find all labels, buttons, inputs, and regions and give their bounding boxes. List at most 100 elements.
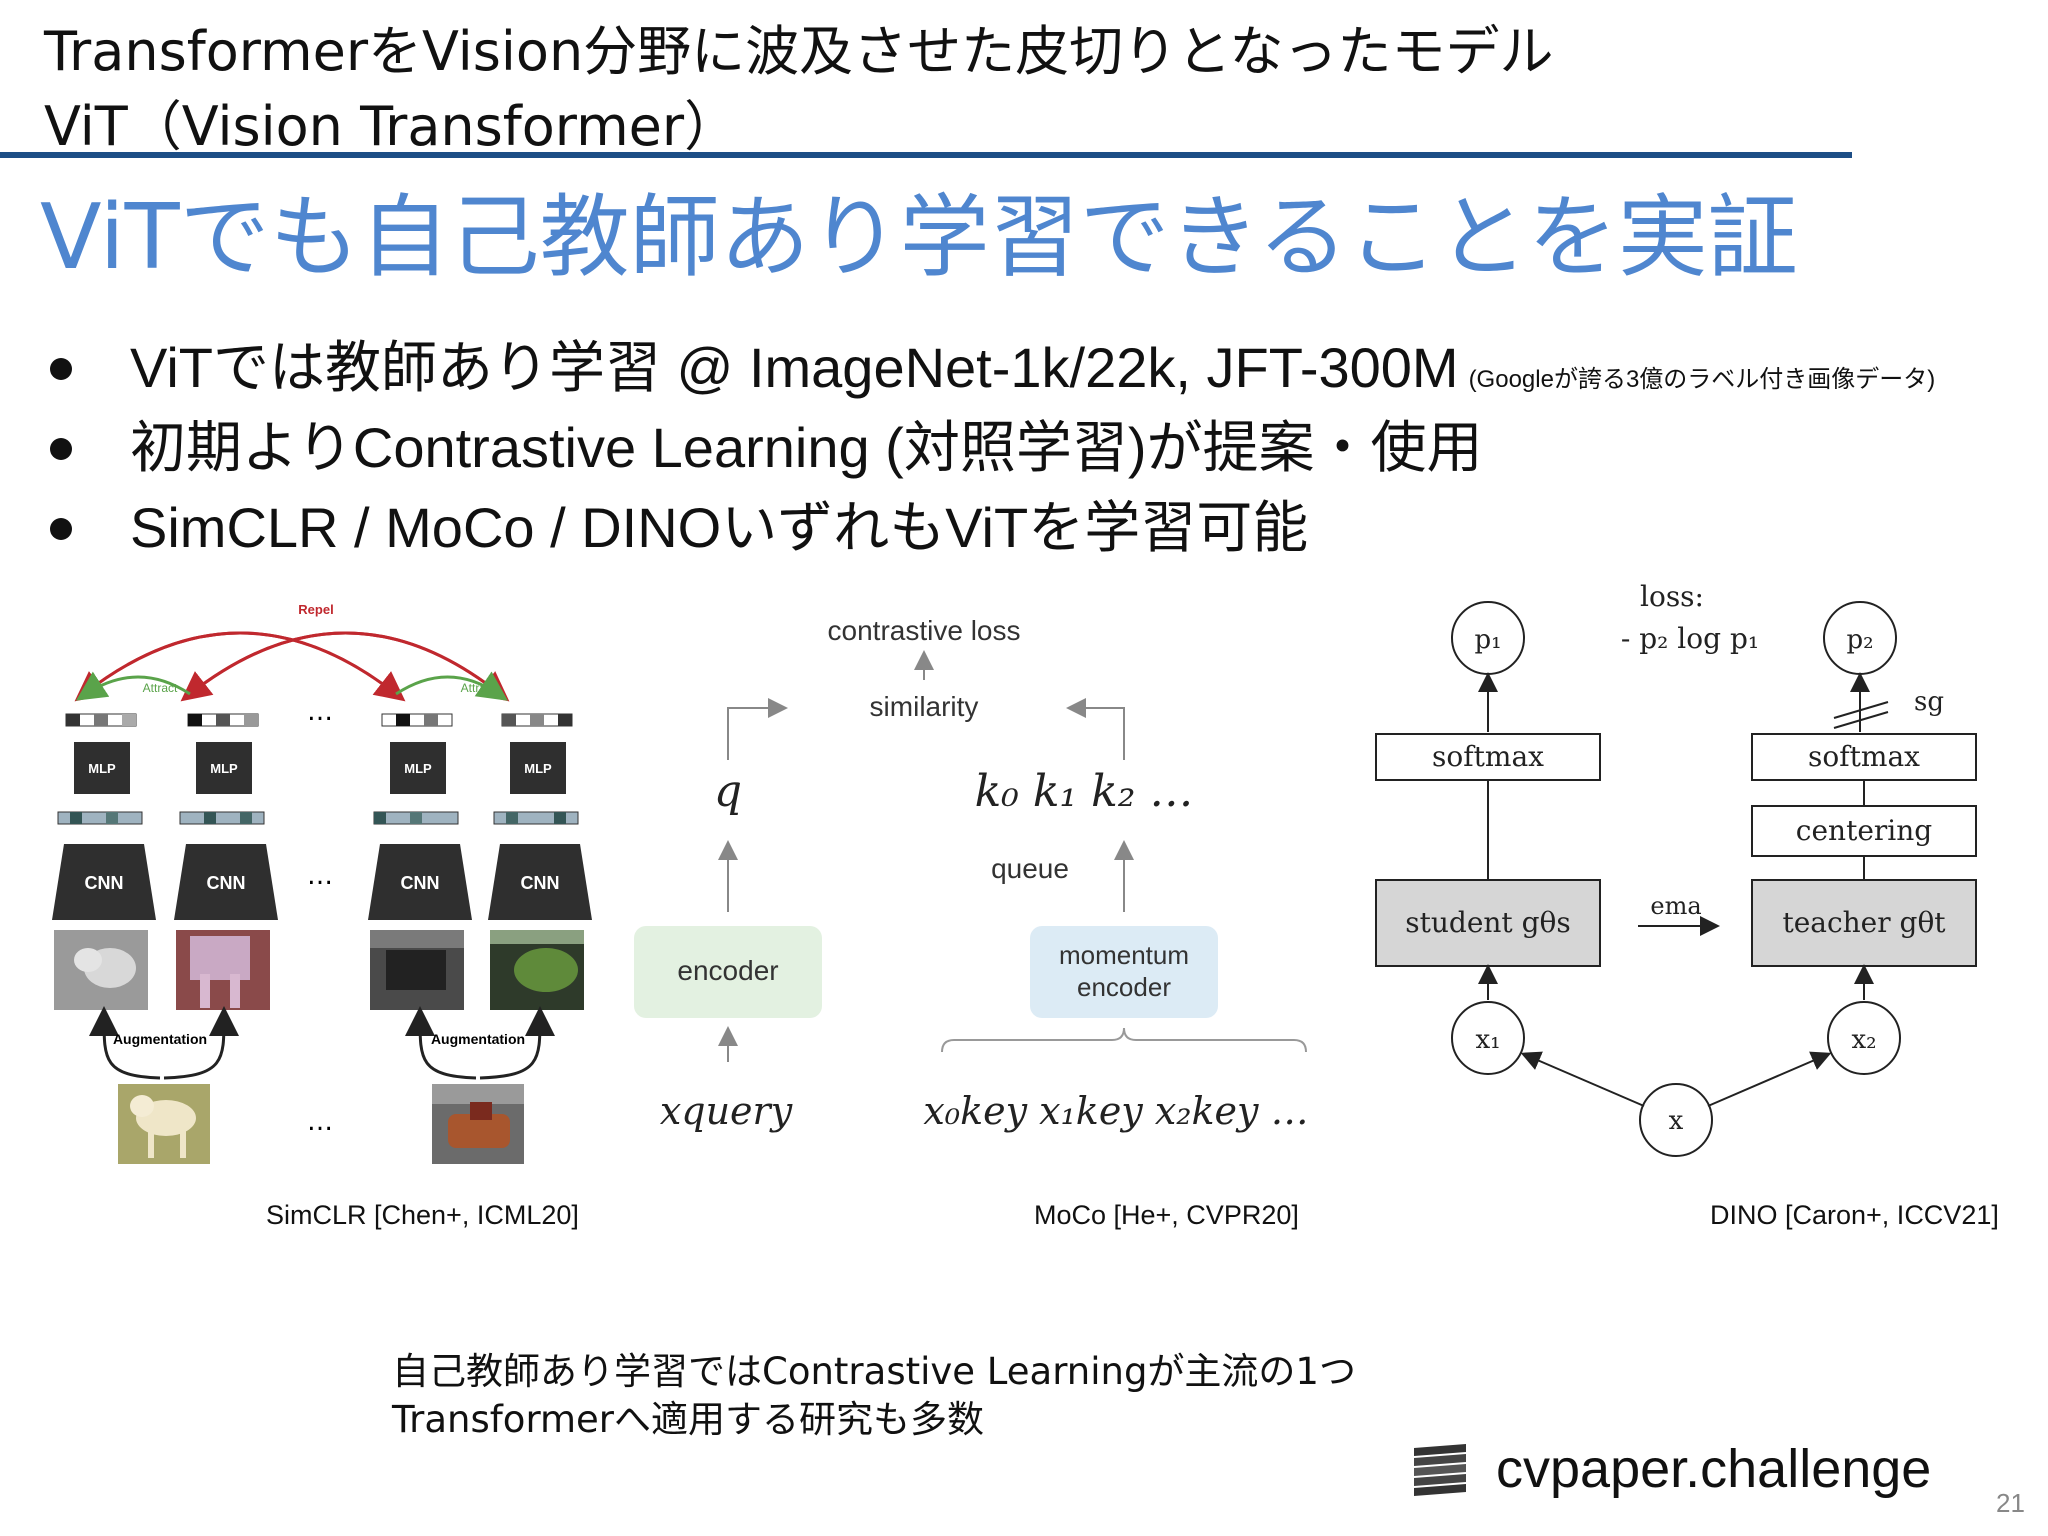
simclr-diagram: Repel Attract Attract … MLP MLP MLP (52, 602, 592, 1164)
header-divider (0, 152, 1852, 158)
teacher-label: teacher gθt (1782, 906, 1946, 939)
header-title-line1: TransformerをVision分野に波及させた皮切りとなったモデル (44, 20, 1554, 83)
softmax-label: softmax (1808, 740, 1920, 773)
moco-queue: queue (991, 853, 1069, 884)
dino-centering: centering (1751, 805, 1977, 857)
student-label: student gθs (1405, 906, 1570, 939)
summary-line2: Transformerへ適用する研究も多数 (392, 1398, 985, 1441)
augmentation-arrow (89, 1006, 161, 1080)
cnn-label: CNN (85, 873, 124, 893)
moco-q: q (714, 766, 742, 817)
dino-sg-label: sg (1914, 687, 1944, 717)
moco-diagram: contrastive loss similarity q k₀ k₁ k₂ …… (634, 615, 1309, 1133)
moco-x-keys: x₀key x₁key x₂key … (923, 1089, 1308, 1133)
main-heading: ViTでも自己教師あり学習できることを実証 (40, 185, 1798, 290)
moco-caption: MoCo [He+, CVPR20] (1034, 1200, 1299, 1230)
logo-text: cvpaper.challenge (1496, 1439, 1932, 1499)
x-label: x (1669, 1106, 1684, 1136)
repel-arc (180, 631, 501, 702)
augmentation-arrow (163, 1006, 239, 1080)
mlp-label: MLP (210, 761, 238, 776)
simclr-ellipsis: … (307, 861, 333, 891)
mlp-block: MLP (196, 742, 252, 794)
moco-keys: k₀ k₁ k₂ … (975, 766, 1194, 817)
dino-x-node: x (1639, 1083, 1713, 1157)
dino-arrow (1707, 1051, 1832, 1107)
cnn-label: CNN (207, 873, 246, 893)
dino-x1-node: x₁ (1451, 1001, 1525, 1075)
bullet-note: (Googleが誇る3億のラベル付き画像データ) (1468, 366, 1936, 393)
mlp-block: MLP (510, 742, 566, 794)
moco-arrow (1066, 698, 1125, 760)
moco-similarity: similarity (870, 691, 979, 722)
dino-student-softmax: softmax (1375, 733, 1601, 781)
summary-text: 自己教師あり学習ではContrastive Learningが主流の1つ Tra… (392, 1348, 1356, 1444)
augmented-image-chair-green (490, 930, 584, 1010)
dino-loss-label: loss: (1640, 580, 1704, 613)
momentum-encoder-label: encoder (1077, 972, 1171, 1002)
dino-x2-node: x₂ (1827, 1001, 1901, 1075)
x2-label: x₂ (1851, 1025, 1876, 1055)
mlp-label: MLP (404, 761, 432, 776)
mlp-block: MLP (390, 742, 446, 794)
page-number: 21 (1996, 1488, 2025, 1518)
moco-momentum-encoder: momentum encoder (1030, 926, 1218, 1018)
bullet-dot-icon (50, 438, 72, 460)
moco-x-query: xquery (660, 1089, 793, 1133)
simclr-attract-label: Attract (461, 681, 496, 695)
augmentation-label: Augmentation (431, 1031, 525, 1047)
cnn-block: CNN (368, 844, 472, 920)
augmentation-arrow (405, 1006, 477, 1080)
key-brace (941, 1027, 1307, 1053)
centering-label: centering (1796, 814, 1932, 847)
source-image-dog (118, 1084, 210, 1164)
attract-arc (75, 671, 191, 701)
p1-label: p₁ (1474, 625, 1501, 655)
simclr-ellipsis: … (307, 1107, 333, 1137)
cnn-label: CNN (521, 873, 560, 893)
dino-student-network: student gθs (1375, 879, 1601, 967)
simclr-repel-label: Repel (298, 602, 333, 617)
simclr-attract-label: Attract (143, 681, 178, 695)
dino-teacher-network: teacher gθt (1751, 879, 1977, 967)
dino-diagram: loss: - p₂ log p₁ p₁ p₂ sg softmax softm… (1375, 580, 1977, 1157)
bullet-text: ViTでは教師あり学習 @ ImageNet-1k/22k, JFT-300M (130, 336, 1459, 399)
mlp-block: MLP (74, 742, 130, 794)
stop-gradient-mark (1833, 701, 1889, 719)
dino-p2-node: p₂ (1823, 601, 1897, 675)
momentum-encoder-label: momentum (1059, 940, 1189, 970)
cvpaper-logo-icon (1414, 1444, 1466, 1496)
bullet-dot-icon (50, 358, 72, 380)
dino-arrow (1520, 1051, 1645, 1107)
augmented-image-dog-crop (176, 930, 270, 1010)
dino-caption: DINO [Caron+, ICCV21] (1710, 1200, 1999, 1230)
p2-label: p₂ (1846, 625, 1873, 655)
feature-vectors (57, 811, 579, 825)
cnn-block: CNN (488, 844, 592, 920)
attract-arc (395, 671, 508, 701)
mlp-label: MLP (524, 761, 552, 776)
header-title-line2: ViT（Vision Transformer） (44, 95, 739, 158)
dino-p1-node: p₁ (1451, 601, 1525, 675)
source-image-chair (432, 1084, 524, 1164)
repel-arc (74, 631, 397, 702)
bullet-text: 初期よりContrastive Learning (対照学習)が提案・使用 (130, 416, 1483, 479)
moco-encoder: encoder (634, 926, 822, 1018)
softmax-label: softmax (1432, 740, 1544, 773)
embedding-vectors (65, 713, 573, 727)
cnn-block: CNN (52, 844, 156, 920)
simclr-caption: SimCLR [Chen+, ICML20] (266, 1200, 579, 1230)
bullet-text-wrap: ViTでは教師あり学習 @ ImageNet-1k/22k, JFT-300M (… (130, 328, 1935, 420)
simclr-ellipsis: … (307, 697, 333, 727)
summary-line1: 自己教師あり学習ではContrastive Learningが主流の1つ (392, 1350, 1356, 1393)
stop-gradient-mark (1833, 711, 1889, 729)
mlp-label: MLP (88, 761, 116, 776)
moco-contrastive-loss: contrastive loss (828, 615, 1021, 646)
dino-ema-label: ema (1650, 892, 1701, 920)
slide-header: TransformerをVision分野に波及させた皮切りとなったモデル ViT… (44, 14, 1554, 164)
dino-loss-formula: - p₂ log p₁ (1621, 622, 1759, 655)
dino-teacher-softmax: softmax (1751, 733, 1977, 781)
cnn-block: CNN (174, 844, 278, 920)
augmentation-arrow (479, 1006, 555, 1080)
